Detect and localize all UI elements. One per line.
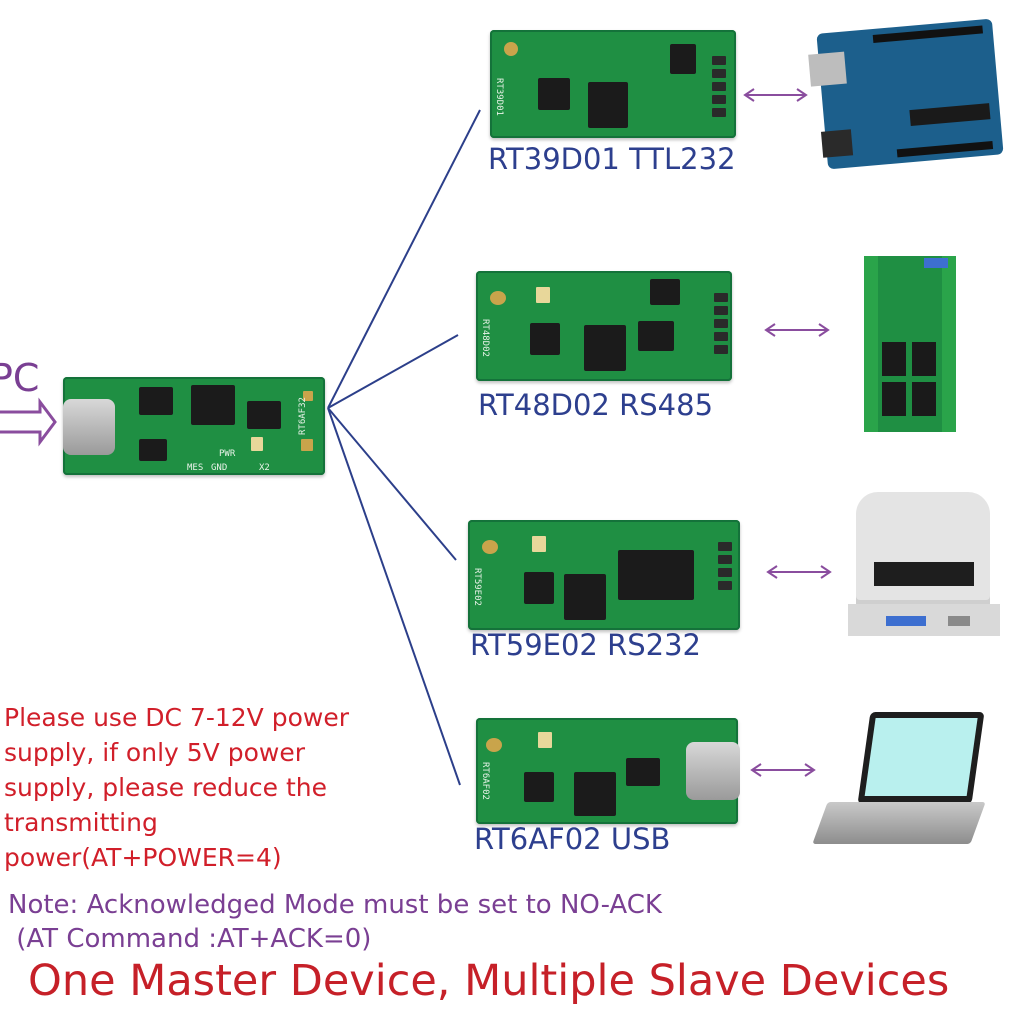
- slave-silk-id: RT6AF02: [480, 762, 490, 800]
- diagram-title: One Master Device, Multiple Slave Device…: [28, 956, 950, 1006]
- connector-line-ttl232: [327, 109, 481, 409]
- connector-line-rs232: [327, 407, 457, 561]
- laptop-icon: [812, 712, 986, 846]
- slave-label-rs485: RT48D02 RS485: [478, 388, 714, 422]
- double-arrow-rs485: [764, 323, 830, 337]
- relay-board-icon: [864, 256, 956, 432]
- master-silk-id: RT6AF32: [298, 397, 308, 435]
- usb-c-port-icon: [63, 399, 115, 455]
- arduino-board-icon: [808, 18, 1004, 170]
- slave-board-usb: RT6AF02: [476, 718, 740, 824]
- slave-silk-id: RT59E02: [472, 568, 482, 606]
- slave-silk-id: RT39D01: [494, 78, 504, 116]
- pc-label: PC: [0, 356, 40, 400]
- slave-board-ttl232: RT39D01: [490, 30, 736, 138]
- slave-label-usb: RT6AF02 USB: [474, 822, 671, 856]
- pc-arrow-icon: [0, 397, 57, 447]
- pin-header: [718, 542, 732, 590]
- master-silk-mes: MES: [187, 463, 204, 473]
- double-arrow-usb: [750, 763, 816, 777]
- slave-label-rs232: RT59E02 RS232: [470, 628, 702, 662]
- ack-mode-note: Note: Acknowledged Mode must be set to N…: [8, 890, 662, 954]
- double-arrow-ttl232: [743, 88, 808, 102]
- master-silk-x2: X2: [259, 463, 270, 473]
- slave-silk-id: RT48D02: [480, 319, 490, 357]
- slave-board-rs232: RT59E02: [468, 520, 740, 630]
- pin-header: [714, 293, 728, 354]
- slave-label-ttl232: RT39D01 TTL232: [488, 142, 736, 176]
- pin-header: [712, 56, 726, 117]
- double-arrow-rs232: [766, 565, 832, 579]
- printer-icon: [848, 492, 1000, 642]
- master-silk-pwr: PWR: [219, 449, 236, 459]
- connector-line-rs485: [327, 334, 459, 409]
- power-supply-note: Please use DC 7-12V power supply, if onl…: [4, 703, 349, 872]
- connector-line-usb: [327, 407, 461, 786]
- master-board: RT6AF32 MES GND PWR X2: [63, 377, 325, 475]
- slave-board-rs485: RT48D02: [476, 271, 732, 381]
- usb-c-port-icon: [686, 742, 740, 800]
- master-silk-gnd: GND: [211, 463, 228, 473]
